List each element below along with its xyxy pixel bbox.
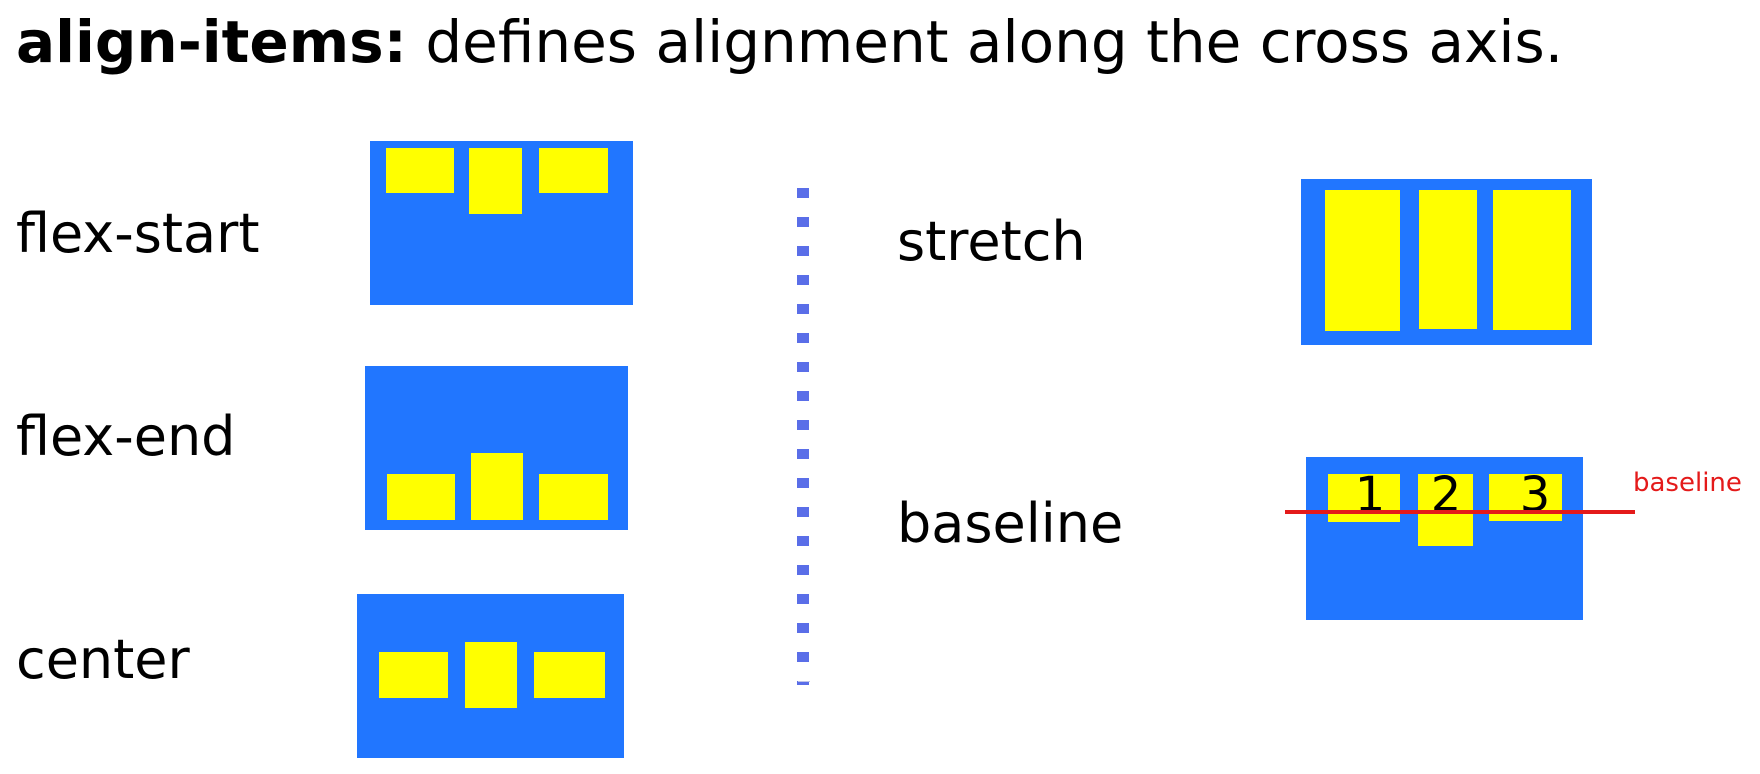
label-baseline: baseline bbox=[897, 492, 1124, 555]
center-item-2 bbox=[465, 642, 517, 708]
flex-end-item-3 bbox=[539, 474, 608, 520]
title-description: defines alignment along the cross axis. bbox=[406, 8, 1564, 76]
flex-start-item-1 bbox=[386, 148, 454, 193]
dotted-divider bbox=[797, 188, 809, 685]
label-stretch: stretch bbox=[897, 210, 1086, 273]
baseline-container: 1 2 3 bbox=[1306, 457, 1583, 620]
label-center: center bbox=[16, 628, 190, 691]
page-title: align-items: defines alignment along the… bbox=[16, 2, 1563, 82]
flex-end-container bbox=[365, 366, 628, 530]
stretch-item-1 bbox=[1325, 190, 1400, 331]
center-container bbox=[357, 594, 624, 758]
flex-start-item-2 bbox=[469, 148, 522, 214]
stretch-item-3 bbox=[1493, 190, 1571, 330]
stretch-container bbox=[1301, 179, 1592, 345]
flex-start-item-3 bbox=[539, 148, 608, 193]
baseline-annotation: baseline bbox=[1633, 468, 1742, 498]
baseline-item-1 bbox=[1328, 474, 1400, 522]
flex-end-item-2 bbox=[471, 453, 523, 520]
flex-end-item-1 bbox=[387, 474, 455, 520]
label-flex-start: flex-start bbox=[16, 202, 260, 265]
flex-start-container bbox=[370, 141, 633, 305]
title-keyword: align-items: bbox=[16, 8, 407, 76]
center-item-3 bbox=[534, 652, 605, 698]
label-flex-end: flex-end bbox=[16, 405, 236, 468]
divider-end-mark bbox=[798, 681, 810, 682]
center-item-1 bbox=[379, 652, 448, 698]
baseline-line bbox=[1285, 510, 1635, 514]
stretch-item-2 bbox=[1419, 190, 1477, 329]
